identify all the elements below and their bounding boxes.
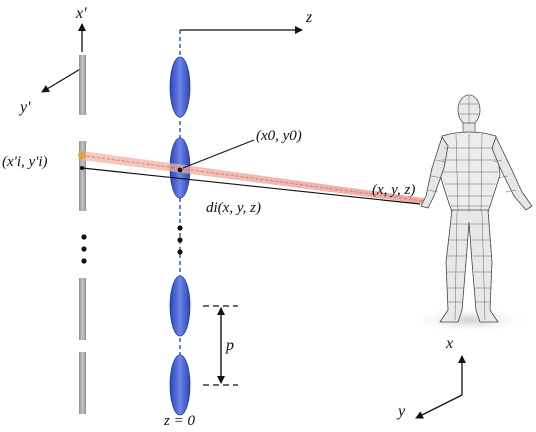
world-y-label: y (396, 403, 406, 420)
y-prime-label: y' (18, 99, 31, 116)
z-axis-label: z (305, 9, 313, 26)
human-mesh-figure (410, 94, 533, 334)
ellipsis-dot (81, 234, 87, 240)
distance-label: di(x, y, z) (206, 200, 261, 216)
ellipsis-dot (177, 225, 183, 231)
lens (169, 275, 191, 337)
ellipsis-dot (81, 246, 87, 252)
lens (169, 354, 191, 416)
ellipsis-dot (177, 249, 183, 255)
ellipsis-dot (177, 237, 183, 243)
world-y-axis (415, 394, 463, 419)
lens-center-point (177, 167, 183, 173)
ray-beam (78, 151, 425, 204)
y-prime-axis (41, 67, 83, 93)
pitch-dimension-arrow (203, 305, 238, 386)
x-prime-label: x' (75, 5, 87, 22)
elemental-pixel (78, 151, 86, 159)
world-x-label: x (445, 335, 453, 352)
pitch-label: p (225, 337, 234, 354)
lens-center-pointer (182, 139, 255, 169)
lens-center-label: (x0, y0) (256, 128, 302, 144)
elemental-image-array (79, 55, 87, 414)
distance-line (80, 166, 421, 205)
lens (169, 56, 191, 118)
lens-array (169, 56, 191, 416)
elemental-point-label: (x'i, y'i) (2, 154, 48, 170)
lens-plane-label: z = 0 (163, 413, 195, 429)
object-point-label: (x, y, z) (372, 182, 415, 198)
ellipsis-dot (81, 258, 87, 264)
